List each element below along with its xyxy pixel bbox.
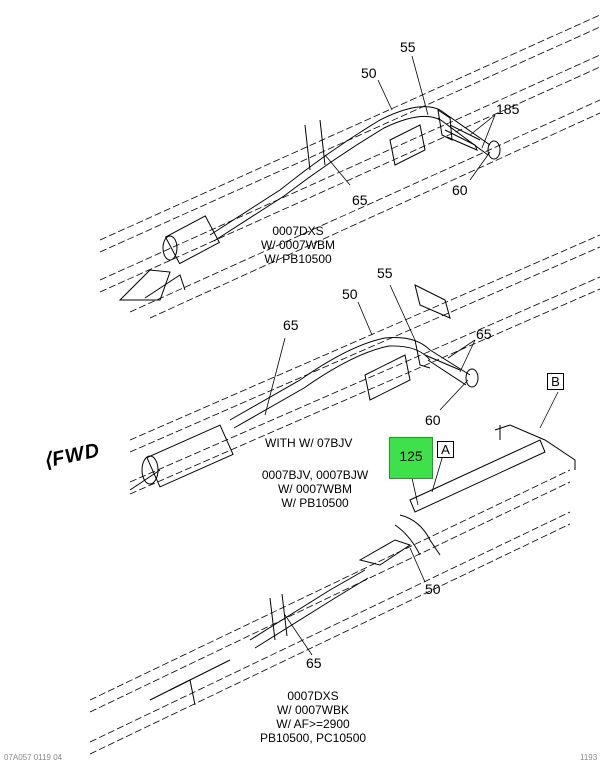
footer-page-number: 1193 [580, 753, 598, 762]
bottom-exhaust-assembly [149, 424, 576, 706]
note-top: 0007DXS W/ 0007WBM W/ PB10500 [260, 224, 335, 266]
callout-50-middle: 50 [342, 286, 358, 302]
note-bottom: 0007DXS W/ 0007WBK W/ AF>=2900 PB10500, … [259, 689, 367, 745]
note-with: WITH W/ 07BJV [265, 436, 353, 450]
bottom-frame-rails [89, 469, 571, 755]
callout-60-middle: 60 [425, 412, 441, 428]
callout-65-middle-left: 65 [283, 317, 299, 333]
bottom-leader-lines [284, 391, 559, 656]
callout-55-top: 55 [400, 39, 416, 55]
middle-frame-rails [129, 234, 601, 495]
callout-50-bottom: 50 [425, 581, 441, 597]
callout-60-top: 60 [452, 182, 468, 198]
callout-125-highlight[interactable]: 125 [389, 437, 433, 479]
top-exhaust-pipe [118, 106, 501, 301]
callout-55-middle: 55 [377, 265, 393, 281]
callout-65-middle-right: 65 [476, 326, 492, 342]
callout-185-top: 185 [496, 101, 520, 117]
top-frame-rails [99, 14, 601, 319]
middle-leader-lines [264, 284, 476, 416]
callout-65-top: 65 [352, 192, 368, 208]
callout-65-bottom: 65 [306, 655, 322, 671]
view-label-a: A [437, 441, 454, 458]
middle-exhaust-pipe [129, 284, 479, 491]
note-middle: 0007BJV, 0007BJW W/ 0007WBM W/ PB10500 [261, 468, 369, 510]
top-leader-lines [324, 55, 496, 186]
view-label-b: B [547, 373, 564, 390]
footer-drawing-id: 07A057 0119 04 [4, 753, 63, 762]
top-bracket [304, 108, 481, 171]
callout-50-top: 50 [361, 65, 377, 81]
